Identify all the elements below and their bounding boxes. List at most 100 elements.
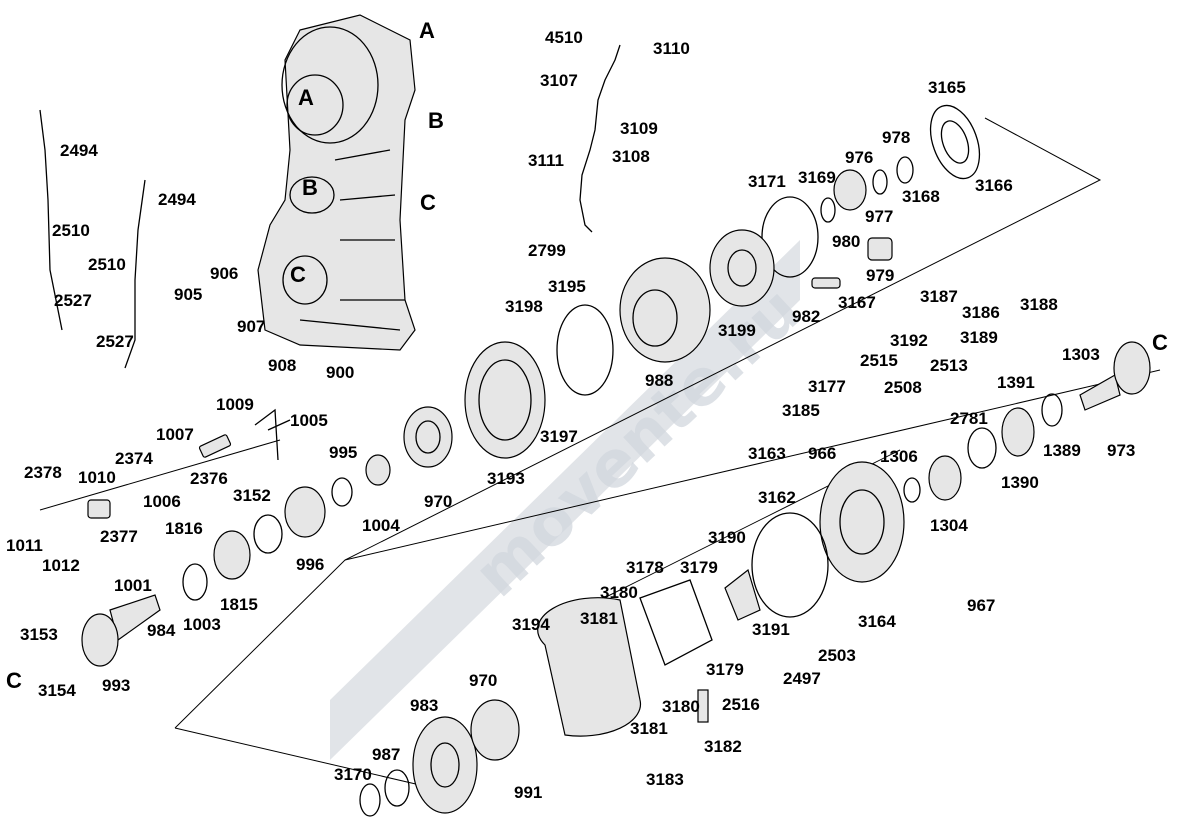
label-3171: 3171 bbox=[748, 172, 786, 191]
label-3181-a: 3181 bbox=[580, 609, 618, 628]
bearing-970-lower bbox=[470, 699, 520, 761]
gear-988 bbox=[619, 257, 711, 363]
label-988: 988 bbox=[645, 371, 673, 390]
plate-3193 bbox=[464, 341, 546, 459]
label-3109: 3109 bbox=[620, 119, 658, 138]
label-993: 993 bbox=[102, 676, 130, 695]
drum-3194 bbox=[537, 597, 642, 737]
label-1010: 1010 bbox=[78, 468, 116, 487]
assembly-lines bbox=[39, 117, 1161, 786]
label-2497: 2497 bbox=[783, 669, 821, 688]
label-3178: 3178 bbox=[626, 558, 664, 577]
label-3187: 3187 bbox=[920, 287, 958, 306]
label-982: 982 bbox=[792, 307, 820, 326]
callout-C-right: C bbox=[1152, 330, 1168, 355]
label-3180-b: 3180 bbox=[662, 697, 700, 716]
flange-1303 bbox=[1113, 341, 1151, 395]
label-977: 977 bbox=[865, 207, 893, 226]
part-labels: 4510 3110 3107 3109 3111 3108 2799 2494 … bbox=[6, 28, 1135, 802]
bearing-970 bbox=[403, 406, 453, 468]
label-1012: 1012 bbox=[42, 556, 80, 575]
label-3188: 3188 bbox=[1020, 295, 1058, 314]
label-3192: 3192 bbox=[890, 331, 928, 350]
callout-A-top: A bbox=[419, 18, 435, 43]
label-1006: 1006 bbox=[143, 492, 181, 511]
label-3154: 3154 bbox=[38, 681, 76, 700]
label-3197: 3197 bbox=[540, 427, 578, 446]
label-1389: 1389 bbox=[1043, 441, 1081, 460]
carrier-3199 bbox=[709, 229, 775, 307]
label-966: 966 bbox=[808, 444, 836, 463]
label-2377: 2377 bbox=[100, 527, 138, 546]
callout-B-top: B bbox=[428, 108, 444, 133]
label-2799: 2799 bbox=[528, 241, 566, 260]
label-3110: 3110 bbox=[653, 39, 690, 58]
ring-3195 bbox=[556, 304, 614, 396]
bearing-1004 bbox=[365, 454, 391, 486]
label-3199: 3199 bbox=[718, 321, 756, 340]
label-2527-b: 2527 bbox=[96, 332, 134, 351]
ring-3171 bbox=[761, 196, 819, 278]
label-3193: 3193 bbox=[487, 469, 525, 488]
fork-1005 bbox=[254, 408, 291, 461]
label-2508: 2508 bbox=[884, 378, 922, 397]
label-2374: 2374 bbox=[115, 449, 153, 468]
label-3183: 3183 bbox=[646, 770, 684, 789]
label-3182: 3182 bbox=[704, 737, 742, 756]
shaft-1303 bbox=[1079, 374, 1121, 411]
label-3189: 3189 bbox=[960, 328, 998, 347]
label-2781: 2781 bbox=[950, 409, 988, 428]
callout-C-left: C bbox=[6, 668, 22, 693]
label-1303: 1303 bbox=[1062, 345, 1100, 364]
ring-1390 bbox=[1001, 407, 1035, 457]
label-1007: 1007 bbox=[156, 425, 194, 444]
label-3165: 3165 bbox=[928, 78, 966, 97]
label-1391: 1391 bbox=[997, 373, 1035, 392]
flange-983 bbox=[412, 716, 478, 814]
housing-966 bbox=[819, 461, 905, 583]
label-2510-a: 2510 bbox=[52, 221, 90, 240]
label-973: 973 bbox=[1107, 441, 1135, 460]
label-2515: 2515 bbox=[860, 351, 898, 370]
label-900: 900 bbox=[326, 363, 354, 382]
label-3169: 3169 bbox=[798, 168, 836, 187]
label-984: 984 bbox=[147, 621, 176, 640]
label-987: 987 bbox=[372, 745, 400, 764]
wire-2494-left bbox=[39, 109, 63, 331]
label-983: 983 bbox=[410, 696, 438, 715]
label-2376: 2376 bbox=[190, 469, 228, 488]
label-970-b: 970 bbox=[469, 671, 497, 690]
label-3190: 3190 bbox=[708, 528, 746, 547]
bearing-979 bbox=[867, 237, 893, 261]
label-3108: 3108 bbox=[612, 147, 650, 166]
label-4510: 4510 bbox=[545, 28, 583, 47]
label-3180-a: 3180 bbox=[600, 583, 638, 602]
label-2503: 2503 bbox=[818, 646, 856, 665]
label-3195: 3195 bbox=[548, 277, 586, 296]
label-2527-a: 2527 bbox=[54, 291, 92, 310]
bearing-976 bbox=[833, 169, 867, 211]
label-978: 978 bbox=[882, 128, 910, 147]
label-1005: 1005 bbox=[290, 411, 328, 430]
spring-2516 bbox=[697, 689, 709, 723]
label-906: 906 bbox=[210, 264, 238, 283]
label-1815: 1815 bbox=[220, 595, 258, 614]
seal-1815 bbox=[213, 530, 251, 580]
label-1004: 1004 bbox=[362, 516, 400, 535]
flange-993 bbox=[81, 613, 119, 667]
callout-A-housing: A bbox=[298, 85, 314, 110]
callout-B-housing: B bbox=[302, 175, 318, 200]
label-3166: 3166 bbox=[975, 176, 1013, 195]
label-3179-b: 3179 bbox=[706, 660, 744, 679]
label-1306: 1306 bbox=[880, 447, 918, 466]
label-2516: 2516 bbox=[722, 695, 760, 714]
label-3191: 3191 bbox=[752, 620, 790, 639]
label-991: 991 bbox=[514, 783, 542, 802]
ring-3162 bbox=[751, 512, 829, 618]
bearing-996 bbox=[284, 486, 326, 538]
label-908: 908 bbox=[268, 356, 296, 375]
label-980: 980 bbox=[832, 232, 860, 251]
label-3198: 3198 bbox=[505, 297, 543, 316]
